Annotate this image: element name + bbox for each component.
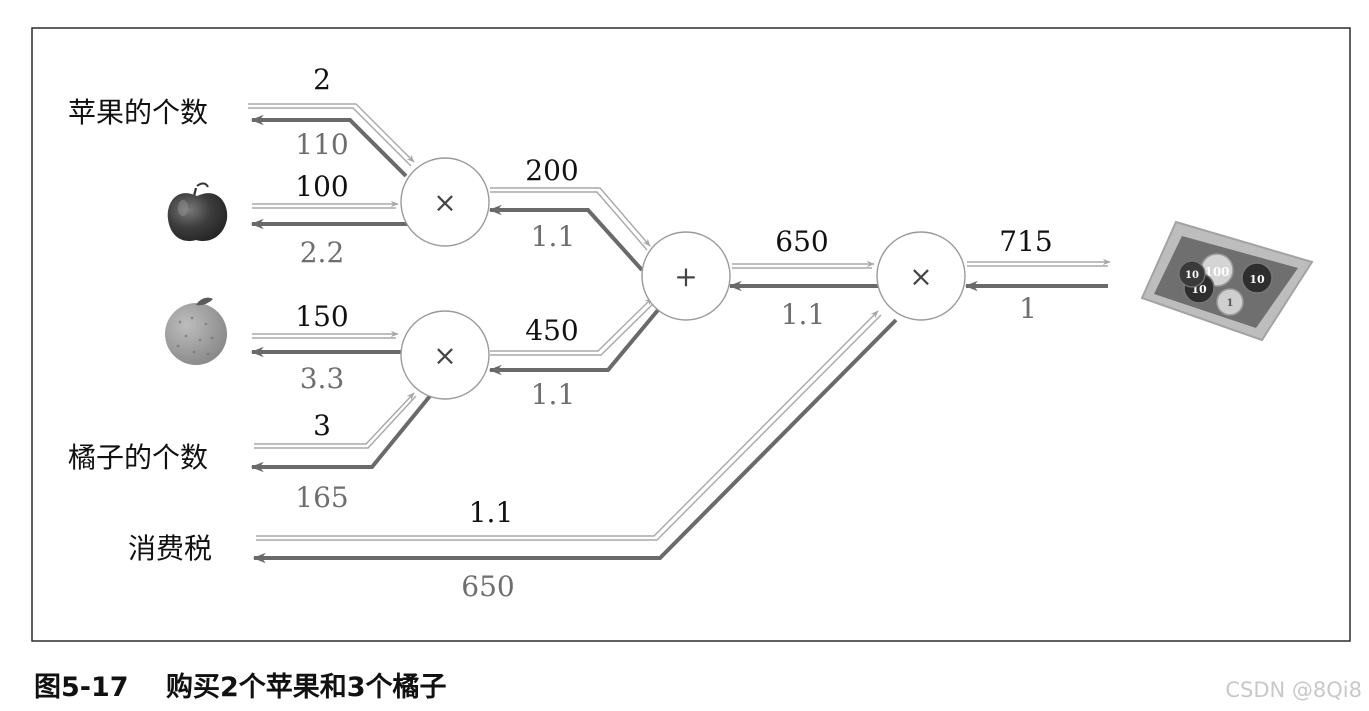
forward-value-tax: 1.1	[469, 496, 514, 529]
forward-edge-apple-total	[490, 187, 651, 247]
figure-number: 图5-17	[34, 672, 129, 703]
op-symbol-mul-tax: ×	[909, 260, 932, 293]
apple-icon	[167, 182, 228, 242]
node-mul-apple: ×	[400, 157, 490, 247]
coin-10-b: 10	[1241, 262, 1273, 294]
svg-text:10: 10	[1249, 273, 1265, 286]
forward-value-result: 715	[999, 225, 1052, 258]
backward-value-sum: 1.1	[781, 298, 826, 331]
figure-frame	[31, 27, 1351, 642]
forward-edge-apple-count	[248, 103, 415, 163]
label-tax: 消费税	[128, 532, 212, 565]
forward-edge-orange-total	[490, 297, 653, 352]
orange-icon	[165, 297, 227, 365]
svg-text:1: 1	[1227, 298, 1234, 309]
backward-value-tax: 650	[461, 570, 514, 603]
backward-edge-orange-count	[250, 394, 432, 473]
backward-edges	[250, 114, 1108, 564]
coin-tray-icon: 100 10 10 10 1	[1140, 220, 1314, 342]
label-apple-count: 苹果的个数	[68, 96, 208, 129]
op-symbol-mul-orange: ×	[433, 339, 456, 372]
watermark: CSDN @8Qi8	[1225, 678, 1362, 702]
svg-text:10: 10	[1185, 270, 1199, 281]
backward-edge-apple-count	[250, 114, 408, 178]
backward-value-apple-total: 1.1	[531, 220, 576, 253]
figure-caption-text: 购买2个苹果和3个橘子	[166, 672, 447, 703]
figure-caption: 图5-17 购买2个苹果和3个橘子	[34, 672, 447, 703]
backward-edge-apple-total	[488, 204, 644, 272]
op-symbol-mul-apple: ×	[433, 186, 456, 219]
backward-value-orange-count: 165	[295, 481, 348, 514]
backward-value-orange-total: 1.1	[531, 378, 576, 411]
backward-value-orange-price: 3.3	[300, 362, 345, 395]
coin-1: 1	[1216, 288, 1244, 316]
forward-value-apple-count: 2	[313, 63, 331, 96]
node-mul-tax: ×	[876, 231, 966, 321]
forward-edge-orange-count	[254, 392, 415, 445]
label-orange-count: 橘子的个数	[68, 441, 208, 474]
backward-edge-tax	[252, 318, 898, 564]
forward-value-sum: 650	[775, 225, 828, 258]
forward-value-orange-price: 150	[295, 300, 348, 333]
svg-text:100: 100	[1204, 265, 1229, 279]
forward-value-orange-count: 3	[313, 409, 331, 442]
backward-value-apple-price: 2.2	[300, 236, 345, 269]
forward-value-apple-price: 100	[295, 170, 348, 203]
forward-edges	[248, 103, 1111, 541]
backward-value-apple-count: 110	[295, 128, 348, 161]
backward-edge-orange-total	[488, 308, 660, 376]
forward-value-orange-total: 450	[525, 314, 578, 347]
forward-value-apple-total: 200	[525, 154, 578, 187]
node-mul-orange: ×	[400, 310, 490, 400]
backward-value-result: 1	[1019, 292, 1037, 325]
node-add: +	[641, 231, 731, 321]
op-symbol-add: +	[674, 260, 697, 293]
forward-edge-tax	[256, 310, 879, 537]
coin-10-c: 10	[1178, 260, 1206, 288]
